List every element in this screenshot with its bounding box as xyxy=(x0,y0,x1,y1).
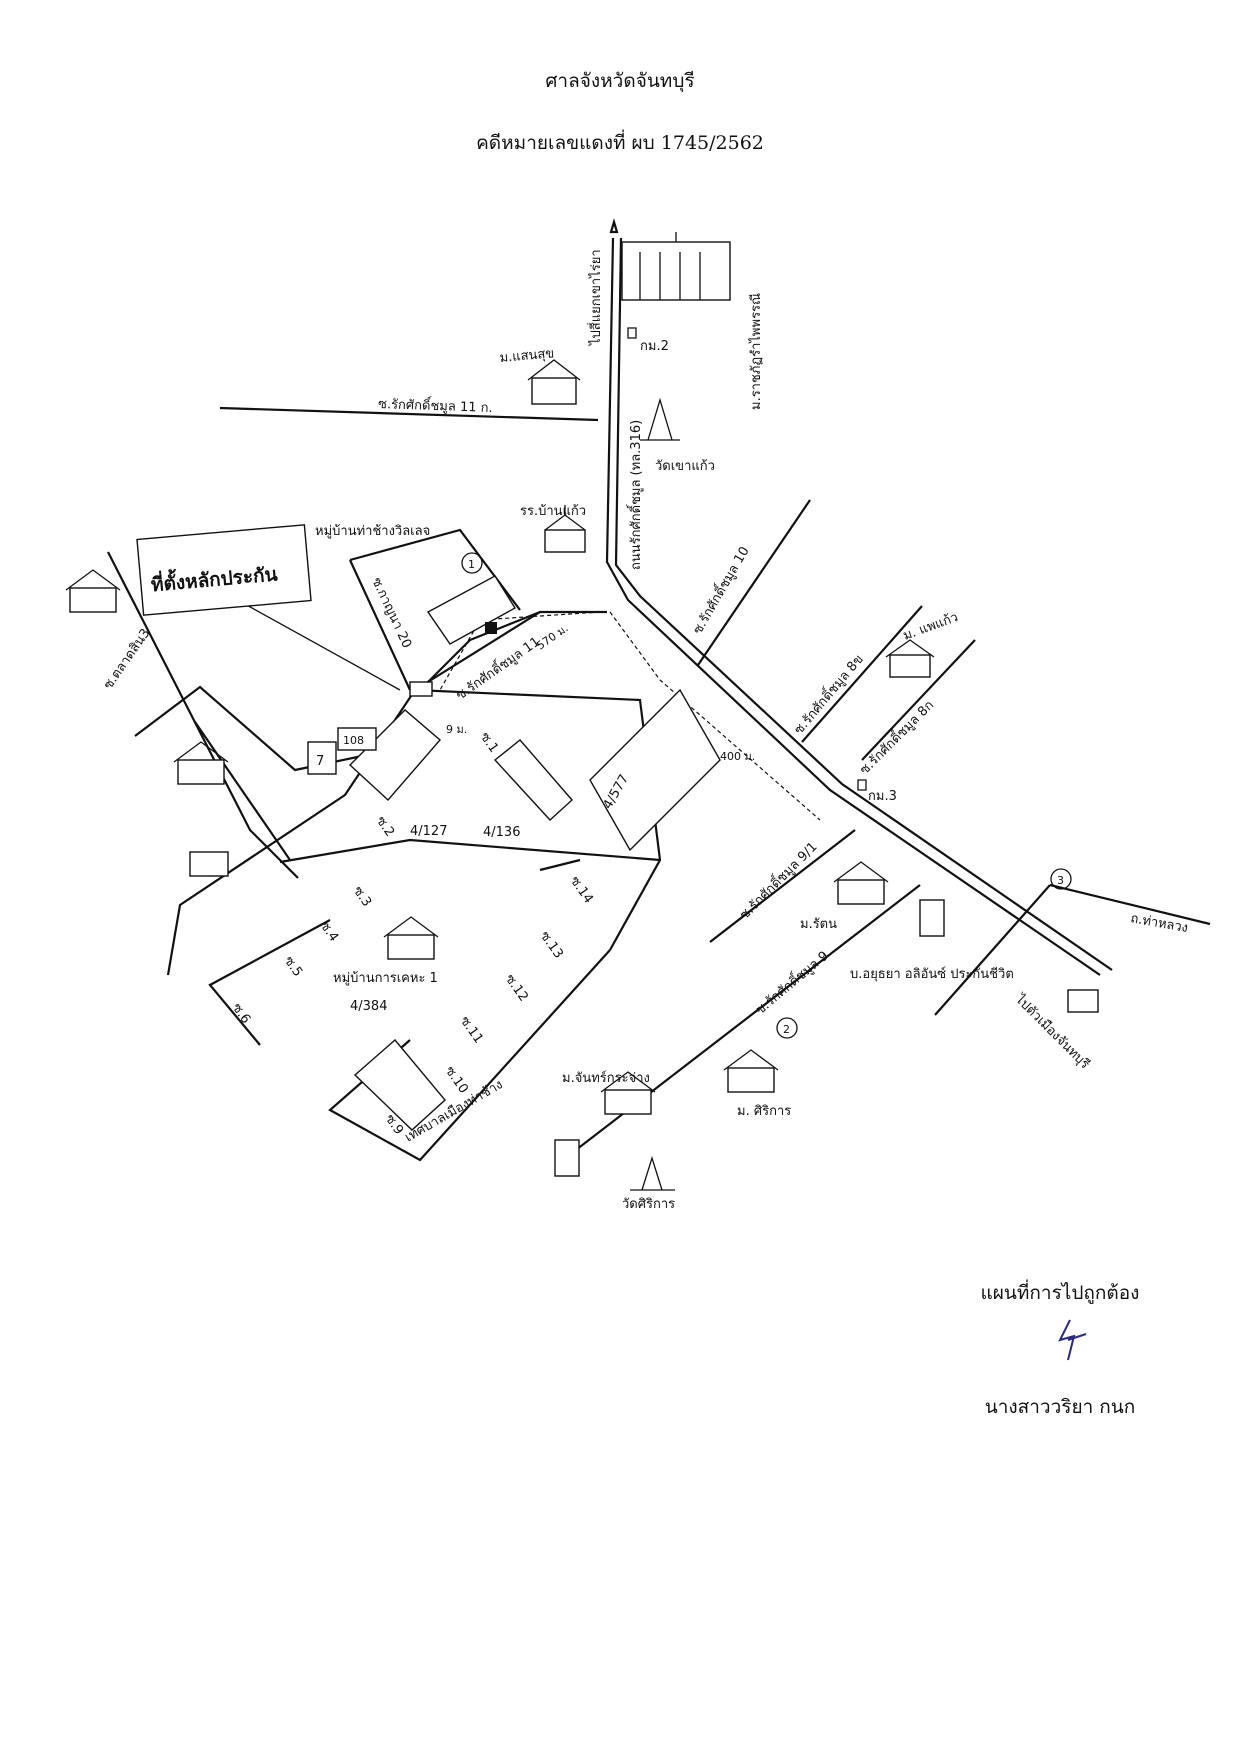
marker-1: 1 xyxy=(468,558,475,571)
shop-108-icon: 108 xyxy=(337,727,377,751)
label-soi-10-inner: ซ.10 xyxy=(442,1064,471,1097)
label-soi-11k: ซ.รักศักดิ์ชมูล 11 ก. xyxy=(378,394,493,416)
label-soi-14: ซ.14 xyxy=(567,874,596,907)
label-ayudhya: บ.อยุธยา อลิอันซ์ ประกันชีวิต xyxy=(850,966,1014,982)
seven-eleven-icon: 7 xyxy=(307,741,337,775)
seven-eleven-label: 7 xyxy=(316,754,324,769)
temple-icon xyxy=(640,397,680,441)
collateral-marker xyxy=(409,681,433,697)
label-soi-6: ซ.6 xyxy=(229,1001,253,1027)
marker-3: 3 xyxy=(1057,874,1064,887)
office-building-icon xyxy=(554,1139,580,1177)
house-icon xyxy=(173,741,229,785)
shop-108-label: 108 xyxy=(343,734,364,747)
label-soi-12: ซ.12 xyxy=(502,972,531,1005)
case-number: คดีหมายเลขแดงที่ ผบ 1745/2562 xyxy=(476,132,764,154)
label-main-road: ถนนรักศักดิ์ชมูล (ทล.316) xyxy=(626,420,644,570)
label-soi-3: ซ.3 xyxy=(350,884,374,910)
house-icon xyxy=(723,1049,779,1093)
signer-name: นางสาววริยา กนก xyxy=(984,1396,1136,1418)
label-soi-talat-sin3: ซ.ตลาดสิน3 xyxy=(101,626,154,692)
label-saensuk: ม.แสนสุข xyxy=(499,346,555,366)
office-building-icon xyxy=(919,899,945,937)
land-plots xyxy=(348,575,721,1131)
label-wat-sirikan: วัดศิริการ xyxy=(622,1197,675,1212)
label-wat-khao-kaeo: วัดเขาแก้ว xyxy=(655,459,715,474)
label-soi-11-inner: ซ.11 xyxy=(457,1014,486,1047)
label-school: รร.บ้านแก้ว xyxy=(520,504,586,519)
label-plot-4-127: 4/127 xyxy=(410,824,447,839)
university-icon xyxy=(621,232,731,301)
numbered-markers: 1 2 3 xyxy=(461,552,1072,1039)
label-rattana: ม.รัตน xyxy=(800,917,837,932)
shop-icon xyxy=(189,851,229,877)
km-post-icon xyxy=(627,327,637,339)
label-soi-2: ซ.2 xyxy=(373,814,397,840)
school-icon xyxy=(544,505,586,553)
city-icon xyxy=(1067,989,1099,1013)
label-soi-8kh: ซ.รักศักดิ์ชมูล 8ข xyxy=(789,650,866,737)
temple-icon xyxy=(630,1155,675,1191)
label-km2: กม.2 xyxy=(640,339,669,354)
label-soi-9-1: ซ.รักศักดิ์ชมูล 9/1 xyxy=(735,837,820,922)
label-soi-10: ซ.รักศักดิ์ชมูล 10 xyxy=(688,543,753,637)
label-plot-4-384: 4/384 xyxy=(350,999,387,1014)
label-distance-400: 400 ม. xyxy=(720,750,755,763)
label-soi-4: ซ.4 xyxy=(317,919,341,945)
house-icon xyxy=(383,916,439,960)
side-roads xyxy=(107,406,1211,1162)
km-post-icon xyxy=(857,779,867,791)
label-phaekaeo: ม. แพแก้ว xyxy=(901,610,960,644)
marker-2: 2 xyxy=(783,1023,790,1036)
house-icon xyxy=(527,359,581,405)
label-chanchrachang: ม.จันทร์กระจ่าง xyxy=(562,1070,650,1086)
label-distance-570: 570 ม. xyxy=(534,622,570,653)
house-icon xyxy=(885,639,935,678)
confirmation-text: แผนที่การไปถูกต้อง xyxy=(980,1282,1140,1304)
label-university: ม.ราชภัฏรำไพพรรณี xyxy=(748,293,764,410)
signature xyxy=(1058,1319,1087,1361)
building-icons: 7 108 xyxy=(65,232,1099,1191)
label-to-khao-rai-ya: ไปสี่แยกเขาไร่ยา xyxy=(587,249,604,346)
label-distance-9: 9 ม. xyxy=(446,723,467,736)
label-soi-8k: ซ.รักศักดิ์ชมูล 8ก xyxy=(855,696,937,778)
label-plot-4-136: 4/136 xyxy=(483,825,520,840)
label-soi-13: ซ.13 xyxy=(537,929,566,962)
main-road xyxy=(605,218,1113,976)
label-soi-1: ซ.1 xyxy=(477,730,501,756)
label-sirikan: ม. ศิริการ xyxy=(737,1104,791,1119)
court-name: ศาลจังหวัดจันทบุรี xyxy=(545,70,695,92)
house-icon xyxy=(600,1071,656,1115)
house-icon xyxy=(65,569,121,613)
label-km3: กม.3 xyxy=(868,789,897,804)
label-soi-9: ซ.รักศักดิ์ชมูล 9 xyxy=(751,946,832,1018)
site-marker-dot xyxy=(485,622,497,634)
label-soi-5: ซ.5 xyxy=(281,954,305,980)
collateral-location-box: ที่ตั้งหลักประกัน xyxy=(136,524,312,616)
label-tha-luang: ถ.ท่าหลวง xyxy=(1129,911,1189,936)
house-icon xyxy=(833,861,889,905)
label-village-tha-chang: หมู่บ้านท่าช้างวิลเลจ xyxy=(315,524,430,539)
label-village-kheha: หมู่บ้านการเคหะ 1 xyxy=(333,971,438,986)
